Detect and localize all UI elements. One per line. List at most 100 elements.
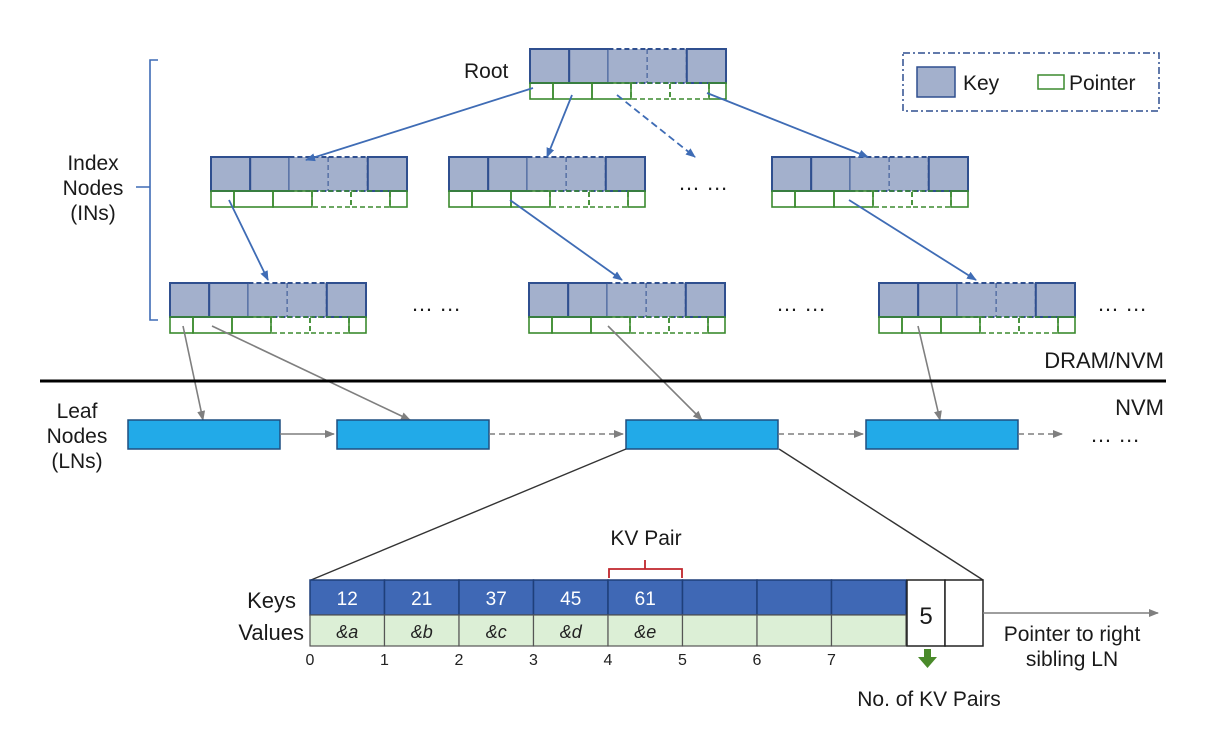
leaf-value-text: &d <box>560 622 583 642</box>
kv-pair-bracket <box>608 560 683 578</box>
pointer-slot <box>669 82 710 100</box>
nvm-label: NVM <box>1115 395 1164 420</box>
leaf-key-cell <box>681 579 758 616</box>
key-slot <box>810 156 852 192</box>
key-slot <box>487 156 529 192</box>
key-slot <box>366 156 408 192</box>
key-slot <box>771 156 813 192</box>
key-slot <box>604 156 646 192</box>
key-slot <box>169 282 211 318</box>
pointer-slot <box>591 82 632 100</box>
leaf-key-text: 45 <box>560 589 581 610</box>
pointer-slot <box>549 190 590 208</box>
key-slot <box>1034 282 1077 318</box>
key-slot <box>608 49 648 83</box>
leaf-value-cell <box>830 614 907 647</box>
leaf-pointer-arrow <box>182 325 206 421</box>
pointer-slot <box>1057 316 1076 334</box>
leaf-key-cell <box>309 579 386 616</box>
pointer-slot <box>471 190 512 208</box>
dram-nvm-label: DRAM/NVM <box>1044 348 1164 373</box>
leaf-value-cell <box>309 614 386 647</box>
leaf-value-text: &a <box>336 622 358 642</box>
key-slot <box>210 156 252 192</box>
leaf-nodes-label-line3: (LNs) <box>51 450 102 473</box>
pointer-slot <box>668 316 709 334</box>
key-slot <box>448 156 490 192</box>
slot-index: 0 <box>306 652 315 669</box>
key-slot <box>248 283 288 317</box>
leaf-value-text: &b <box>411 622 433 642</box>
key-slot <box>647 49 687 83</box>
key-slot <box>957 283 997 317</box>
tree-arrows <box>182 87 977 421</box>
index-node-l2-c <box>878 282 1077 334</box>
slot-index: 2 <box>455 652 464 669</box>
key-slot <box>567 282 609 318</box>
key-slot <box>566 157 606 191</box>
key-slot <box>850 157 890 191</box>
leaf-key-text: 61 <box>635 589 656 610</box>
legend-pointer-swatch <box>1037 74 1065 90</box>
ellipsis-level2-c: … … <box>1097 291 1147 316</box>
slot-index: 4 <box>604 652 613 669</box>
index-node-l1-a <box>210 156 408 208</box>
root-node <box>529 48 727 100</box>
leaf-key-cell <box>756 579 833 616</box>
index-nodes-label-line2: Nodes <box>63 177 124 200</box>
slot-index: 7 <box>827 652 836 669</box>
leaf-key-cell <box>383 579 460 616</box>
legend: Key Pointer <box>902 52 1160 112</box>
values-row-label: Values <box>238 620 304 645</box>
pointer-slot <box>1018 316 1059 334</box>
kv-count-arrow-head <box>918 657 937 668</box>
leaf-nodes-row <box>127 419 1063 450</box>
sibling-pointer-cell <box>944 579 984 647</box>
leaf-key-cell <box>607 579 684 616</box>
pointer-slot <box>833 190 874 208</box>
key-slot <box>289 157 329 191</box>
leaf-node <box>865 419 1019 450</box>
index-pointer-arrow <box>706 92 869 158</box>
key-slot <box>927 156 969 192</box>
index-pointer-arrow <box>848 199 977 281</box>
kv-count-value: 5 <box>919 603 932 630</box>
ellipsis-level2-a: … … <box>411 291 461 316</box>
leaf-node <box>336 419 490 450</box>
leaf-key-text: 37 <box>486 589 507 610</box>
leaf-nodes-label-line1: Leaf <box>57 400 98 423</box>
key-slot <box>527 157 567 191</box>
pointer-slot <box>588 190 629 208</box>
slot-index: 5 <box>678 652 687 669</box>
index-nodes <box>169 48 1077 334</box>
leaf-key-text: 12 <box>337 589 358 610</box>
leaf-key-text: 21 <box>411 589 432 610</box>
index-pointer-arrow <box>546 94 573 158</box>
pointer-slot <box>311 190 352 208</box>
index-nodes-label-line3: (INs) <box>70 202 116 225</box>
pointer-slot <box>630 82 671 100</box>
ellipsis-level1: … … <box>678 170 728 195</box>
leaf-value-cell <box>458 614 535 647</box>
slot-index: 3 <box>529 652 538 669</box>
legend-key-label: Key <box>963 72 1000 95</box>
key-slot <box>328 157 368 191</box>
pointer-slot <box>529 82 554 100</box>
key-slot <box>208 282 250 318</box>
pointer-slot <box>872 190 913 208</box>
index-pointer-arrow <box>616 94 696 158</box>
leaf-pointer-arrow <box>211 325 411 421</box>
ellipsis-level2-b: … … <box>776 291 826 316</box>
sibling-pointer-label-line2: sibling LN <box>1026 648 1118 671</box>
key-slot <box>685 48 727 84</box>
index-pointer-arrow <box>305 87 534 162</box>
leaf-key-cell <box>830 579 907 616</box>
key-slot <box>917 282 959 318</box>
pointer-slot <box>270 316 311 334</box>
pointer-slot <box>590 316 631 334</box>
index-node-l2-a <box>169 282 367 334</box>
